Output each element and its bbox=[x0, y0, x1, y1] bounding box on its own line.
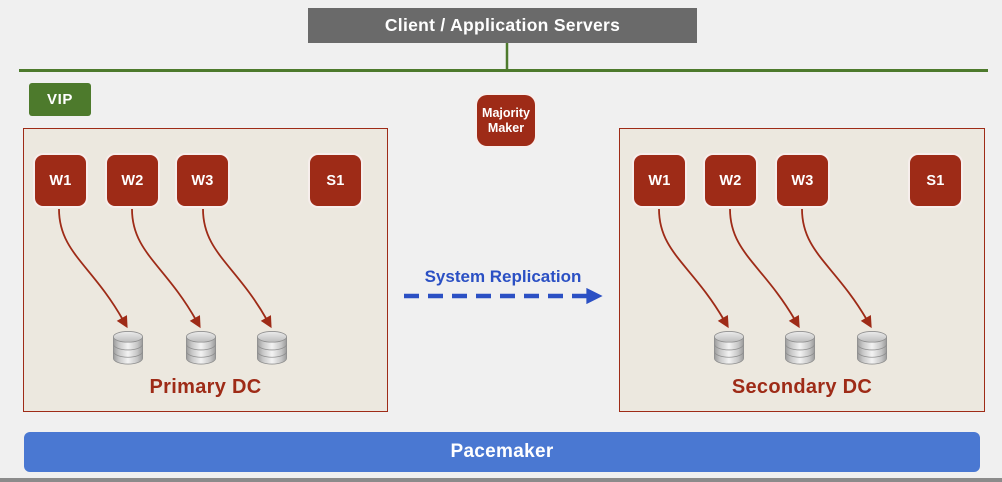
client-app-servers-box: Client / Application Servers bbox=[308, 8, 697, 43]
secondary-dc-label: Secondary DC bbox=[731, 376, 873, 398]
primary-worker-w1: W1 bbox=[33, 153, 88, 208]
secondary-standby-s1: S1 bbox=[908, 153, 963, 208]
secondary-dc-box: W1 W2 W3 S1 Secondary DC bbox=[619, 128, 985, 412]
client-app-servers-label: Client / Application Servers bbox=[384, 15, 621, 35]
secondary-worker-w2: W2 bbox=[703, 153, 758, 208]
database-icon bbox=[712, 329, 746, 366]
pacemaker-label: Pacemaker bbox=[450, 441, 554, 462]
bottom-divider bbox=[0, 478, 1002, 482]
primary-dc-box: W1 W2 W3 S1 Primary DC bbox=[23, 128, 388, 412]
primary-dc-label: Primary DC bbox=[149, 376, 262, 398]
secondary-worker-w1: W1 bbox=[632, 153, 687, 208]
database-icon bbox=[855, 329, 889, 366]
majority-maker-line2: Maker bbox=[487, 120, 525, 135]
majority-maker-box: Majority Maker bbox=[475, 93, 537, 148]
database-icon bbox=[255, 329, 289, 366]
vip-label: VIP bbox=[47, 91, 73, 108]
vip-box: VIP bbox=[29, 83, 91, 116]
pacemaker-bar: Pacemaker bbox=[24, 432, 980, 472]
database-icon bbox=[184, 329, 218, 366]
primary-worker-w3: W3 bbox=[175, 153, 230, 208]
database-icon bbox=[783, 329, 817, 366]
secondary-worker-w3: W3 bbox=[775, 153, 830, 208]
database-icon bbox=[111, 329, 145, 366]
primary-worker-w2: W2 bbox=[105, 153, 160, 208]
system-replication-label: System Replication bbox=[424, 267, 582, 286]
majority-maker-line1: Majority bbox=[482, 105, 530, 120]
primary-standby-s1: S1 bbox=[308, 153, 363, 208]
